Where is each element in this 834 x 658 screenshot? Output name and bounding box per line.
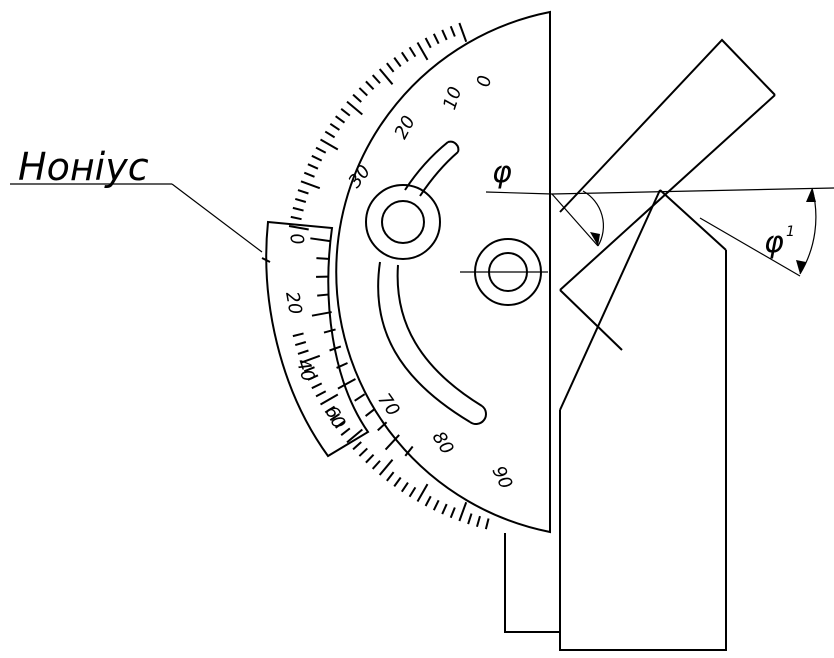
protractor-tick <box>387 472 394 481</box>
protractor-tick <box>308 164 318 168</box>
protractor-tick <box>321 140 338 150</box>
protractor-tick <box>325 132 334 138</box>
protractor-tick <box>442 504 446 514</box>
protractor-tick <box>293 208 304 211</box>
protractor-tick <box>410 47 416 56</box>
vernier-label-60: 60 <box>320 402 349 432</box>
protractor-tick <box>295 342 306 345</box>
protractor-tick <box>459 502 466 521</box>
protractor-tick <box>301 181 320 188</box>
protractor-tick <box>486 518 489 529</box>
vernier-label-40: 40 <box>292 356 319 384</box>
protractor-tick <box>402 483 408 492</box>
protractor-tick <box>366 81 374 89</box>
protractor-tick <box>387 63 394 72</box>
vernier-tick <box>316 258 328 259</box>
vernier-label: Ноніус <box>18 145 149 189</box>
vernier-leader <box>10 184 262 252</box>
pivot-screw <box>460 239 548 305</box>
protractor-label-30: 30 <box>344 161 375 192</box>
protractor-tick <box>298 190 308 193</box>
protractor-tick <box>295 199 306 202</box>
arc-slot <box>378 142 486 424</box>
protractor-tick <box>312 383 322 388</box>
protractor-tick <box>336 116 345 122</box>
protractor-tick <box>394 58 400 67</box>
protractor-tick <box>312 156 322 161</box>
protractor-tick <box>477 516 480 527</box>
protractor-tick <box>316 391 326 396</box>
protractor-tick <box>418 43 428 60</box>
protractor-tick <box>451 26 455 36</box>
phi1-label: φ <box>764 225 784 260</box>
protractor-tick <box>353 442 361 449</box>
protractor-tick <box>442 30 446 40</box>
base-block <box>505 250 726 650</box>
protractor-label-80: 80 <box>428 428 458 459</box>
vernier-tick <box>310 238 330 241</box>
protractor-tick <box>468 514 471 524</box>
protractor-tick <box>394 477 400 486</box>
protractor-tick <box>373 75 380 83</box>
protractor-tick <box>426 496 431 506</box>
vernier-tick <box>355 394 365 401</box>
protractor-tick <box>321 395 338 405</box>
vernier-tick <box>338 379 356 389</box>
angle-phi1 <box>700 188 816 276</box>
vernier-tick <box>312 312 332 316</box>
clamp-screw <box>366 185 440 259</box>
protractor-tick <box>353 95 361 102</box>
vernier-label-20: 20 <box>281 290 306 316</box>
protractor-tick <box>418 484 428 501</box>
protractor-tick <box>359 448 367 456</box>
protractor-label-90: 90 <box>487 463 516 493</box>
protractor-tick <box>380 460 393 475</box>
protractor-tick <box>451 508 455 518</box>
protractor-tick <box>434 500 439 510</box>
protractor-tick <box>316 148 326 153</box>
protractor-tick <box>304 173 314 177</box>
protractor-tick <box>402 52 408 61</box>
protractor-tick <box>359 88 367 96</box>
protractor-tick <box>410 487 416 496</box>
protractor-tick <box>380 69 393 84</box>
protractor-tick <box>434 34 439 44</box>
protractor-tick <box>298 350 308 353</box>
vernier-tick <box>317 294 329 295</box>
vernier-tick <box>366 409 375 416</box>
protractor-tick <box>293 333 304 336</box>
protractor-label-20: 20 <box>390 112 419 142</box>
protractor-tick <box>347 102 362 115</box>
workpiece <box>560 40 775 410</box>
protractor-tick <box>366 455 374 463</box>
protractor-label-0: 0 <box>473 74 495 88</box>
vernier-tick <box>324 329 336 332</box>
protractor-tick <box>459 23 466 42</box>
protractor-tick <box>341 109 350 116</box>
vernier-labels: 0 20 40 60 <box>281 232 349 433</box>
protractor-tick <box>373 461 380 469</box>
protractor-label-10: 10 <box>439 84 466 112</box>
phi-label: φ <box>492 155 512 190</box>
protractor-tick <box>341 428 350 435</box>
vernier-plate <box>262 222 368 456</box>
protractor-tick <box>426 38 431 48</box>
protractor-tick <box>291 217 302 219</box>
vernier-label-0: 0 <box>285 232 308 247</box>
protractor-labels: 0 10 20 30 70 80 90 <box>344 74 516 492</box>
phi1-arrow-top-icon <box>806 188 816 202</box>
phi1-subscript: 1 <box>786 224 795 240</box>
protractor-tick <box>330 124 339 130</box>
